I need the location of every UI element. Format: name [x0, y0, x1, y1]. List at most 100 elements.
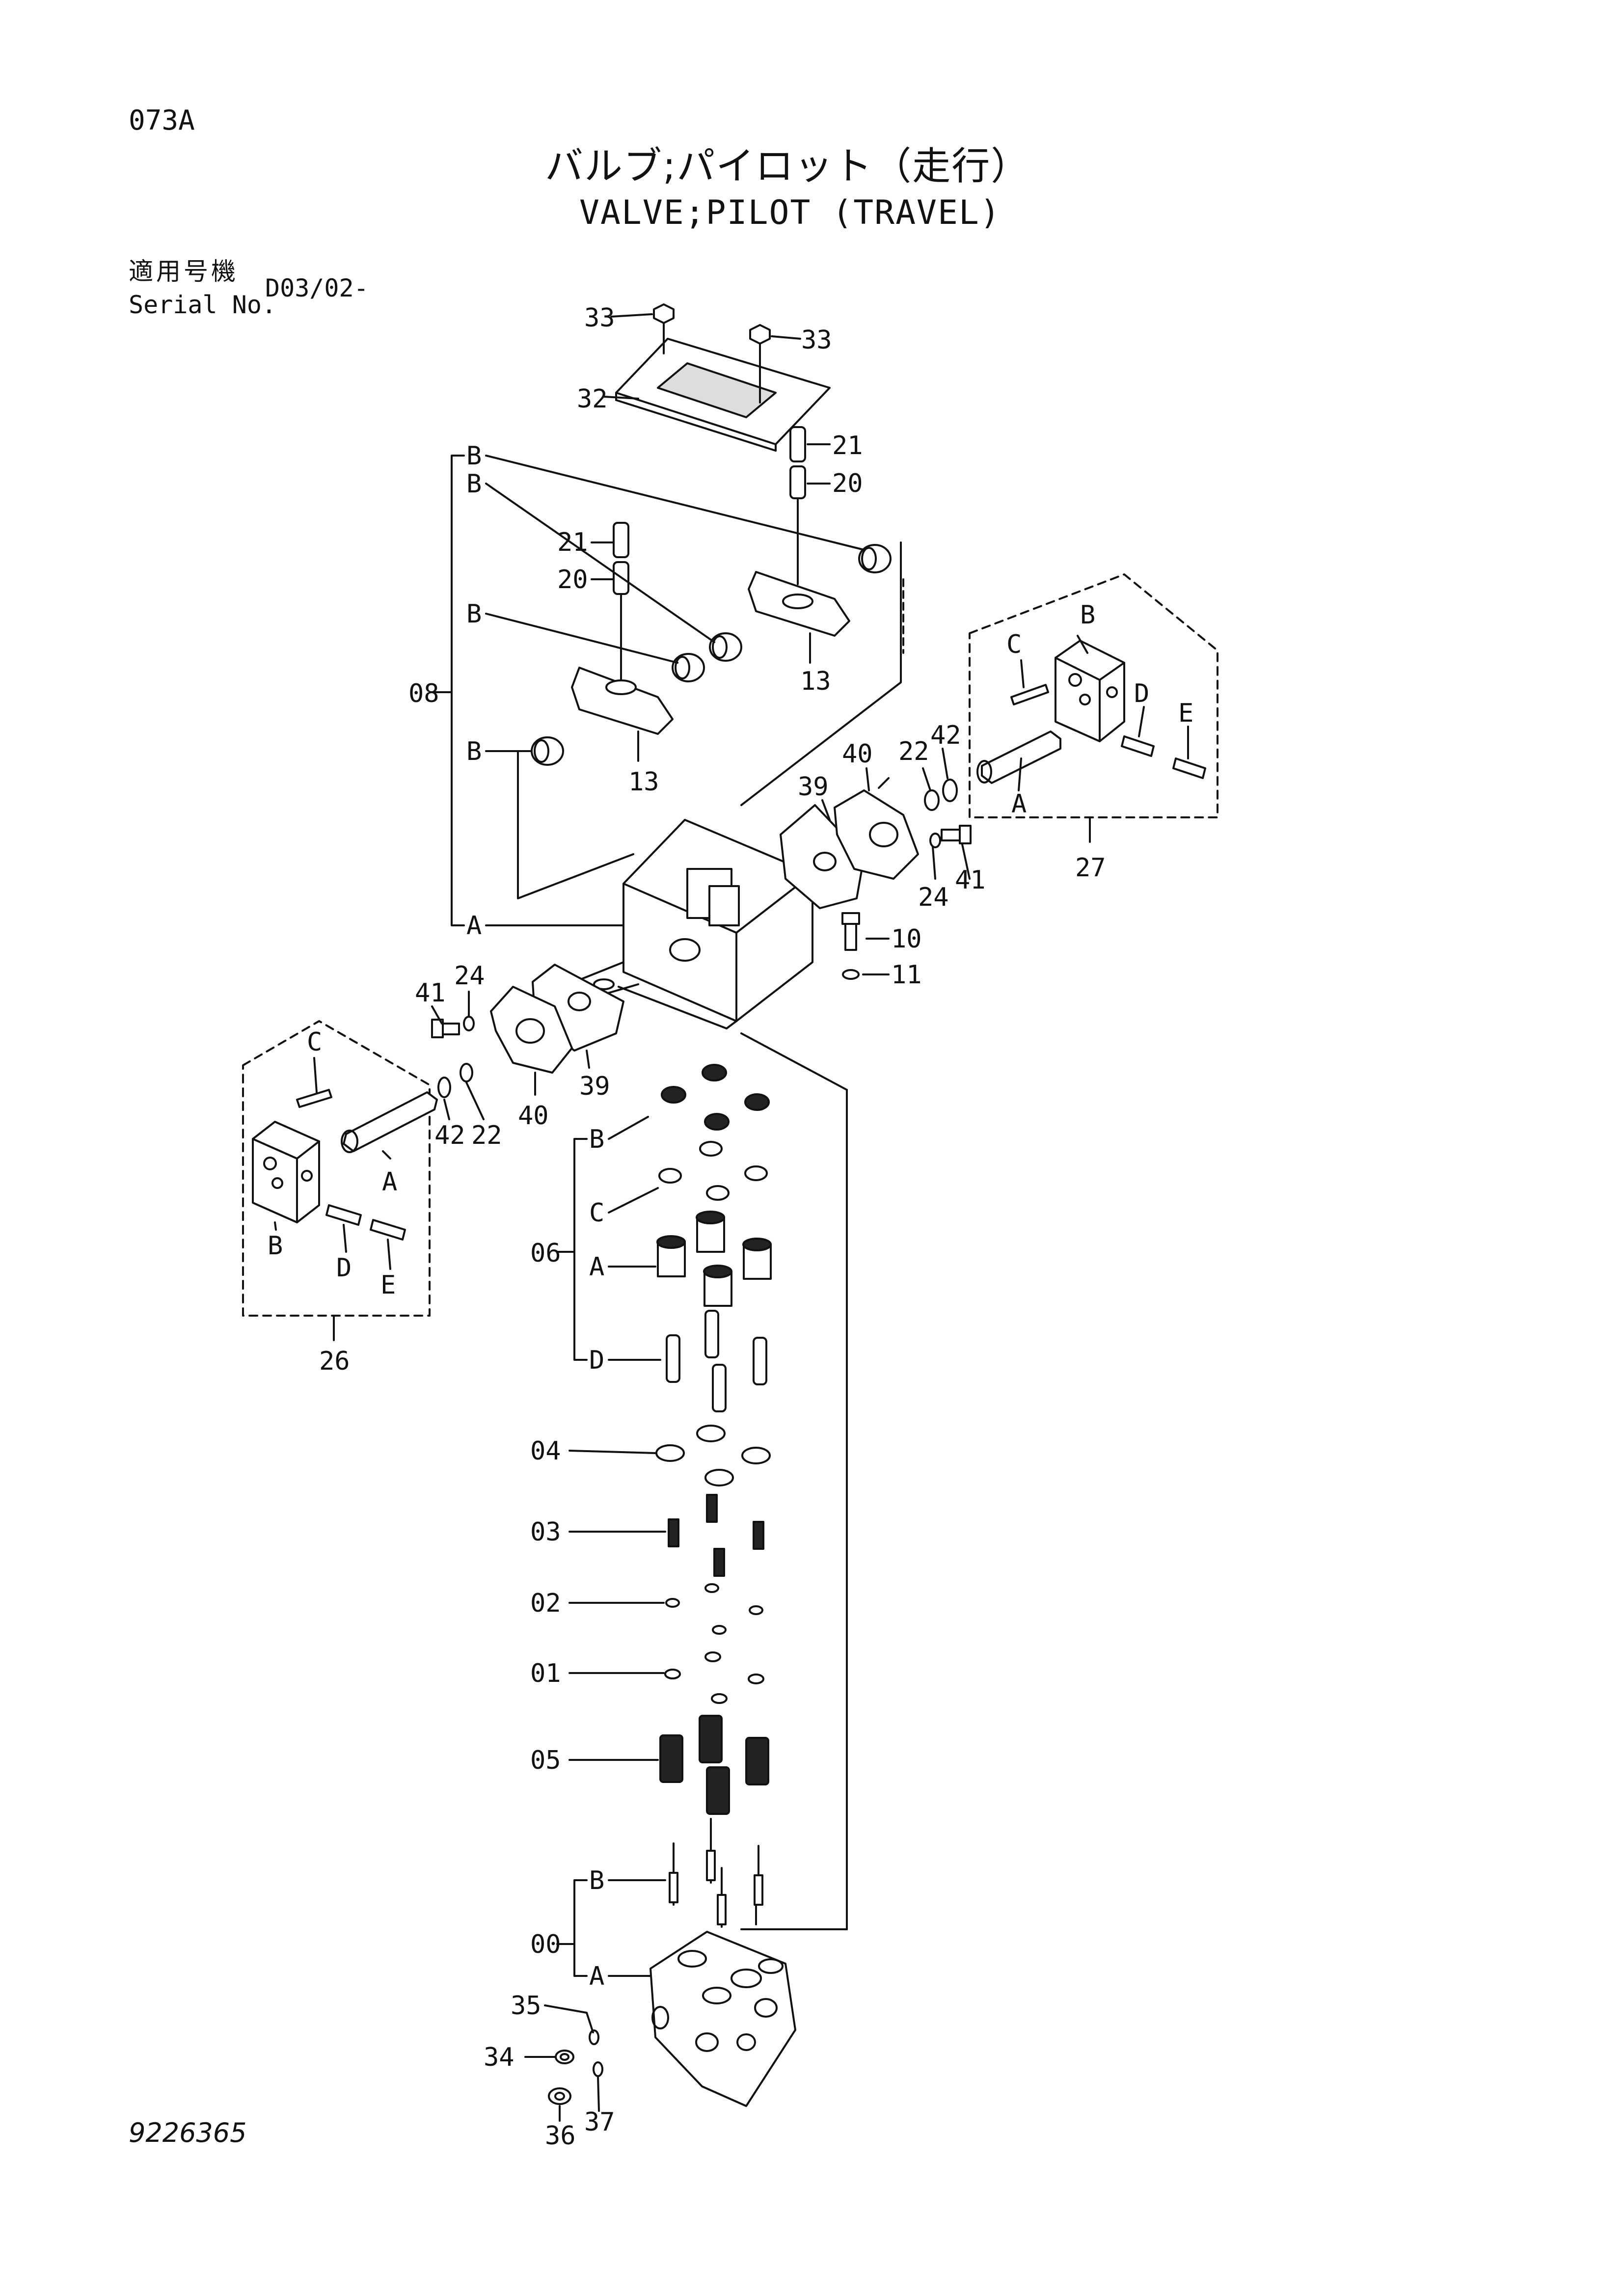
callout-01: 01 [530, 1659, 561, 1688]
callout-42-right: 42 [930, 721, 961, 750]
bushing-08B-4 [531, 736, 564, 766]
block-part-26B [252, 1121, 320, 1223]
callout-11: 11 [891, 960, 922, 990]
pin-part-26E [370, 1219, 406, 1241]
callout-27-D: D [1134, 679, 1149, 708]
callout-00-B: B [589, 1866, 604, 1895]
callout-08: 08 [408, 679, 439, 708]
pin-part-20-right [789, 465, 806, 499]
callout-24-left: 24 [454, 961, 485, 991]
cover-part-40-right [834, 777, 919, 880]
washer-part-01 [664, 1651, 764, 1704]
callout-26-E: E [380, 1270, 396, 1300]
callout-41-left: 41 [415, 978, 446, 1008]
callout-39-left: 39 [579, 1072, 610, 1101]
serial-value: D03/02- [265, 274, 369, 302]
serial-label-english: Serial No. [129, 291, 277, 319]
bolt-part-10 [841, 912, 860, 980]
callout-08-B4: B [466, 737, 482, 766]
cam-part-13-upper [748, 571, 850, 664]
callout-04: 04 [530, 1436, 561, 1466]
spool-part-06D [666, 1310, 767, 1412]
callout-39-right: 39 [798, 772, 829, 802]
main-housing [573, 819, 848, 1930]
callout-27-E: E [1178, 699, 1193, 728]
callout-27-C: C [1006, 630, 1022, 659]
oring-part-22-right [924, 789, 940, 811]
callout-08-A: A [466, 911, 482, 941]
callout-08-B2: B [466, 469, 482, 499]
callout-22-left: 22 [471, 1121, 502, 1150]
plug-part-34 [555, 2050, 574, 2064]
callout-42-left: 42 [434, 1121, 465, 1150]
pin-part-27D [1121, 735, 1155, 757]
washer-part-02 [665, 1583, 763, 1635]
oring-part-06C [658, 1141, 768, 1201]
pin-part-21-left [613, 522, 629, 558]
callout-labels: 33 33 32 21 20 21 20 13 13 08 B B B B A … [268, 303, 1193, 2151]
callout-05: 05 [530, 1746, 561, 1775]
callout-35: 35 [511, 1991, 541, 2021]
page-code: 073A [129, 105, 195, 136]
callout-06-B: B [589, 1125, 604, 1154]
oring-part-37 [593, 2061, 603, 2077]
callout-06-C: C [589, 1198, 604, 1228]
callout-26-B: B [268, 1231, 283, 1261]
callout-00-A: A [589, 1962, 604, 1991]
callout-26: 26 [319, 1347, 350, 1376]
callout-03: 03 [530, 1517, 561, 1547]
callout-21-right: 21 [832, 431, 863, 460]
callout-33-left: 33 [584, 303, 615, 333]
bushing-08B-top [858, 544, 892, 573]
bolt-part-33-left [653, 303, 675, 354]
pin-part-27E [1172, 757, 1206, 779]
plug-part-06A [656, 1211, 772, 1307]
oring-part-42-left [437, 1077, 451, 1098]
shaft-part-26A [341, 1091, 438, 1153]
oring-part-22-left [460, 1063, 473, 1082]
spring-part-05 [659, 1715, 769, 1815]
callout-24-right: 24 [918, 883, 949, 912]
callout-27-B: B [1080, 600, 1095, 630]
callout-21-left: 21 [557, 528, 588, 557]
bolt-part-41-left [431, 1019, 460, 1038]
callout-06-D: D [589, 1346, 604, 1375]
callout-33-right: 33 [801, 325, 832, 355]
plug-part-36 [548, 2087, 571, 2105]
bolt-part-41-right [941, 825, 972, 844]
callout-22-right: 22 [898, 737, 929, 766]
pusher-part-00B [669, 1818, 763, 1928]
cover-part-40-left [490, 986, 573, 1074]
callout-06: 06 [530, 1239, 561, 1268]
bolt-part-33-right [749, 324, 771, 404]
cam-part-13-lower [571, 667, 674, 762]
callout-06-A: A [589, 1252, 604, 1282]
bushing-08B-2 [709, 632, 742, 662]
shaft-part-27A [976, 730, 1061, 784]
oring-part-42-right [942, 779, 958, 802]
callout-10: 10 [891, 924, 922, 954]
document-number: 9226365 [129, 2117, 247, 2148]
callout-34: 34 [484, 2043, 514, 2072]
title-japanese: バルブ;パイロット（走行） [545, 144, 1030, 189]
pin-part-27C [1010, 684, 1049, 705]
pin-part-26C [296, 1089, 332, 1108]
spring-part-03 [668, 1494, 764, 1577]
callout-20-right: 20 [832, 469, 863, 498]
cover-plate-part-32 [615, 338, 831, 452]
pin-part-26D [325, 1204, 362, 1226]
callout-20-left: 20 [557, 565, 588, 594]
callout-27-A: A [1011, 789, 1027, 819]
oring-part-35 [589, 2029, 599, 2045]
casing-part-00A [650, 1931, 796, 2107]
callout-32: 32 [577, 384, 608, 414]
bushing-08B-3 [672, 653, 705, 682]
callout-26-A: A [382, 1167, 397, 1197]
pin-part-21-right [789, 426, 806, 462]
block-part-27B [1055, 640, 1125, 742]
callout-13-upper: 13 [800, 667, 831, 696]
callout-40-right: 40 [842, 739, 873, 769]
callout-08-B3: B [466, 599, 482, 629]
washer-part-24-left [463, 1016, 475, 1031]
